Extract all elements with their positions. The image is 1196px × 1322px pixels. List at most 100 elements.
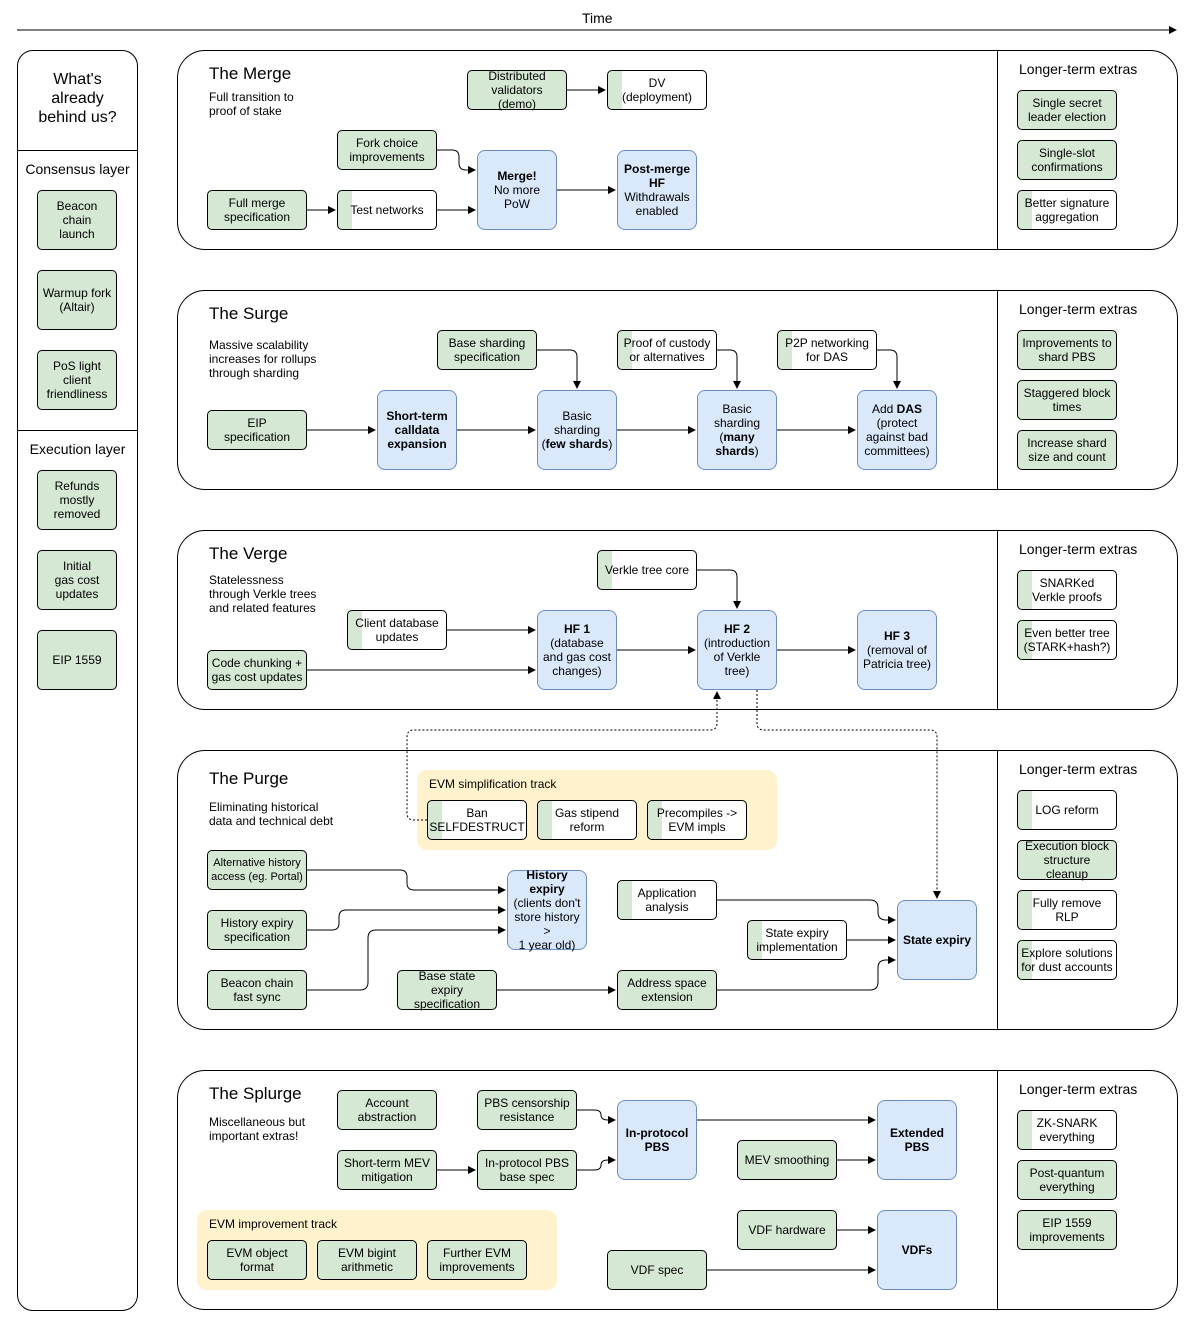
account-abstraction-node: Account abstraction (337, 1090, 437, 1130)
edge-fastsync-to-expiry (307, 926, 506, 991)
inprotocol-pbs-label: In-protocol PBS (625, 1126, 689, 1154)
short-term-mev-node: Short-term MEV mitigation (337, 1150, 437, 1190)
state-expiry-label: State expiry (902, 933, 972, 947)
pbs-censorship-node: PBS censorship resistance (477, 1090, 577, 1130)
purge-extras-divider (997, 750, 998, 1030)
extras-item: Explore solutions for dust accounts (1017, 940, 1117, 980)
state-expiry-impl-node: State expiry implementation (747, 920, 847, 960)
inprotocol-pbs-node: In-protocol PBS (617, 1100, 697, 1180)
sidebar-item: EIP 1559 (37, 630, 117, 690)
post-merge-hf-rest: Withdrawals enabled (624, 190, 690, 218)
base-sharding-spec-node: Base sharding specification (437, 330, 537, 370)
merge-extras-title: Longer-term extras (1019, 61, 1138, 77)
sidebar-item: Warmup fork (Altair) (37, 270, 117, 330)
add-das-node: Add DAS (protect against bad committees) (857, 390, 937, 470)
history-expiry-rest: (clients don't store history > 1 year ol… (513, 896, 581, 952)
splurge-subtitle: Miscellaneous but important extras! (209, 1115, 306, 1143)
extras-item: Increase shard size and count (1017, 430, 1117, 470)
consensus-layer-title: Consensus layer (25, 161, 130, 177)
time-label: Time (582, 10, 613, 26)
edge-althistory-to-expiry (307, 869, 506, 894)
eip-spec-node: EIP specification (207, 410, 307, 450)
verge-subtitle: Statelessness through Verkle trees and r… (209, 573, 317, 615)
verge-extras-title: Longer-term extras (1019, 541, 1138, 557)
proof-of-custody-node: Proof of custody or alternatives (617, 330, 717, 370)
hf1-node: HF 1(database and gas cost changes) (537, 610, 617, 690)
merge-subtitle: Full transition to proof of stake (209, 90, 294, 118)
vdf-spec-node: VDF spec (607, 1250, 707, 1290)
surge-extras-title: Longer-term extras (1019, 301, 1138, 317)
mev-smoothing-node: MEV smoothing (737, 1140, 837, 1180)
extras-item: LOG reform (1017, 790, 1117, 830)
extras-item: Staggered block times (1017, 380, 1117, 420)
vdf-hardware-node: VDF hardware (737, 1210, 837, 1250)
hf2-node: HF 2(introduction of Verkle tree) (697, 610, 777, 690)
base-state-expiry-node: Base state expiry specification (397, 969, 497, 1011)
extended-pbs-label: Extended PBS (889, 1126, 944, 1154)
extras-item: Execution block structure cleanup (1017, 839, 1117, 881)
verkle-tree-core-node: Verkle tree core (597, 550, 697, 590)
execution-layer-title: Execution layer (29, 441, 126, 457)
basic-sharding-many-node: Basic sharding (many shards) (697, 390, 777, 470)
basic-few-post: ) (608, 437, 613, 451)
gas-stipend-node: Gas stipend reform (537, 800, 637, 840)
edge-hf2-to-stateexpiry-dotted (756, 690, 941, 899)
extras-item: Post-quantum everything (1017, 1160, 1117, 1200)
distributed-validators-node: Distributed validators (demo) (467, 69, 567, 111)
sidebar-item: PoS light client friendliness (37, 350, 117, 410)
hf3-node: HF 3(removal of Patricia tree) (857, 610, 937, 690)
extras-item: EIP 1559 improvements (1017, 1210, 1117, 1250)
vdfs-label: VDFs (901, 1243, 933, 1257)
client-db-updates-node: Client database updates (347, 610, 447, 650)
merge-node-main: Merge! (497, 169, 537, 183)
inprotocol-pbs-spec-node: In-protocol PBS base spec (477, 1150, 577, 1190)
hf2-rest: (introduction of Verkle tree) (703, 636, 771, 678)
alt-history-node: Alternative history access (eg. Portal) (207, 850, 307, 890)
surge-extras-divider (997, 290, 998, 490)
evm-improvement-track-label: EVM improvement track (209, 1217, 338, 1231)
purge-extras-title: Longer-term extras (1019, 761, 1138, 777)
das-pre: Add (871, 402, 897, 416)
splurge-title: The Splurge (209, 1084, 302, 1103)
edge-pbsspec-to-pbs (577, 1156, 616, 1171)
verge-extras-divider (997, 530, 998, 710)
verge-title: The Verge (209, 544, 288, 563)
extras-item: Fully remove RLP (1017, 890, 1117, 930)
calldata-expansion-label: Short-term calldata expansion (386, 409, 448, 451)
extras-item: Single-slot confirmations (1017, 140, 1117, 180)
state-expiry-node: State expiry (897, 900, 977, 980)
evm-bigint-node: EVM bigint arithmetic (317, 1240, 417, 1280)
surge-panel (177, 290, 1178, 490)
sidebar-item: Refunds mostly removed (37, 470, 117, 530)
das-post: (protect against bad committees) (864, 416, 930, 458)
edge-custody-to-many (717, 349, 741, 389)
purge-title: The Purge (209, 769, 289, 788)
merge-extras-divider (997, 50, 998, 250)
hf3-rest: (removal of Patricia tree) (862, 643, 932, 671)
surge-subtitle: Massive scalability increases for rollup… (209, 338, 317, 380)
calldata-expansion-node: Short-term calldata expansion (377, 390, 457, 470)
extras-item: Single secret leader election (1017, 90, 1117, 130)
hf1-main: HF 1 (563, 622, 590, 636)
edge-forkchoice-to-merge (437, 149, 476, 174)
evm-object-format-node: EVM object format (207, 1240, 307, 1280)
edge-basespec-to-few (537, 349, 581, 389)
precompiles-node: Precompiles -> EVM impls (647, 800, 747, 840)
merge-node: Merge!No more PoW (477, 150, 557, 230)
basic-sharding-few-node: Basic sharding (few shards) (537, 390, 617, 470)
vdfs-node: VDFs (877, 1210, 957, 1290)
hf3-main: HF 3 (883, 629, 910, 643)
extended-pbs-node: Extended PBS (877, 1100, 957, 1180)
further-evm-node: Further EVM improvements (427, 1240, 527, 1280)
address-space-node: Address space extension (617, 970, 717, 1010)
extras-item: Improvements to shard PBS (1017, 330, 1117, 370)
surge-title: The Surge (209, 304, 289, 323)
app-analysis-node: Application analysis (617, 880, 717, 920)
edge-p2p-to-das (877, 349, 901, 389)
merge-node-rest: No more PoW (493, 183, 540, 211)
beacon-fast-sync-node: Beacon chain fast sync (207, 970, 307, 1010)
merge-title: The Merge (209, 64, 292, 83)
edge-censorship-to-pbs (577, 1109, 616, 1124)
sidebar-divider-1 (17, 150, 138, 151)
